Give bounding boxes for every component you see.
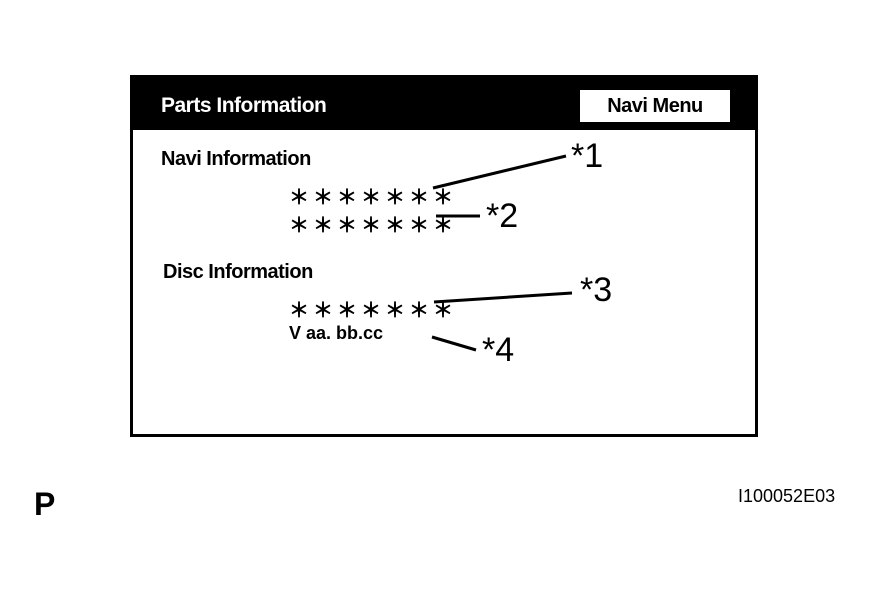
navi-info-value-1: ＊＊＊＊＊＊＊ <box>289 187 457 209</box>
corner-letter: P <box>34 486 56 522</box>
callout-label-2: *2 <box>486 197 519 235</box>
disc-version-value: V aa. bb.cc <box>289 323 384 343</box>
navi-menu-button[interactable]: Navi Menu <box>580 90 730 122</box>
callout-label-4: *4 <box>482 331 515 369</box>
navi-information-heading: Navi Information <box>161 148 311 170</box>
navi-info-value-2: ＊＊＊＊＊＊＊ <box>289 215 457 237</box>
callout-label-3: *3 <box>580 271 613 309</box>
disc-info-value-1: ＊＊＊＊＊＊＊ <box>289 300 457 322</box>
figure-id: I100052E03 <box>738 486 836 506</box>
disc-information-heading: Disc Information <box>163 261 313 283</box>
screen-title: Parts Information <box>161 94 327 117</box>
title-bar: Parts Information Navi Menu <box>133 78 755 130</box>
callout-label-1: *1 <box>571 137 604 175</box>
display-screen: Parts Information Navi Menu Navi Informa… <box>130 75 758 437</box>
